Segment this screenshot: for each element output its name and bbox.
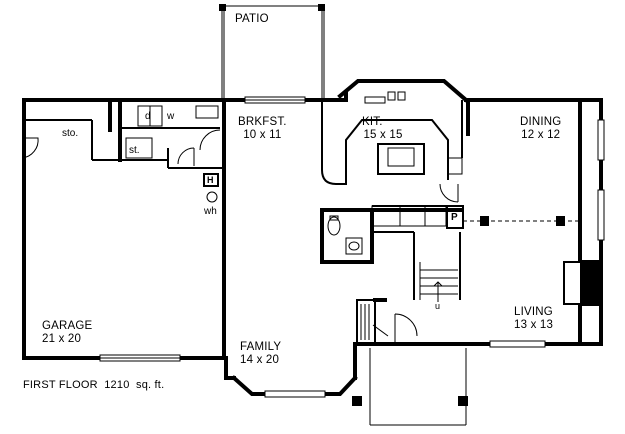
interior-walls — [21, 91, 601, 426]
room-label-kitchen: KIT. 15 x 15 — [362, 116, 404, 142]
storage-label: sto. — [62, 128, 79, 139]
pantry-label: P — [451, 212, 458, 223]
dryer-label: d — [145, 111, 151, 122]
storage2-label: st. — [129, 145, 140, 156]
room-label-breakfast: BRKFST. 10 x 11 — [238, 116, 287, 142]
garage-size: 21 x 20 — [42, 333, 82, 345]
room-label-garage: GARAGE 21 x 20 — [42, 320, 92, 346]
room-label-family: FAMILY 14 x 20 — [240, 341, 281, 367]
kitchen-name: KIT. — [362, 116, 383, 128]
breakfast-size: 10 x 11 — [243, 129, 282, 141]
floor-caption: FIRST FLOOR 1210 sq. ft. — [23, 379, 165, 391]
room-label-living: LIVING 13 x 13 — [514, 306, 553, 332]
patio — [219, 4, 325, 98]
living-size: 13 x 13 — [514, 319, 554, 331]
breakfast-name: BRKFST. — [238, 116, 287, 128]
family-name: FAMILY — [240, 341, 282, 353]
garage-name: GARAGE — [42, 320, 93, 332]
dining-size: 12 x 12 — [521, 129, 561, 141]
room-label-dining: DINING 12 x 12 — [520, 116, 561, 142]
water-heater-label: wh — [204, 206, 217, 217]
windows — [99, 96, 605, 398]
family-size: 14 x 20 — [240, 354, 280, 366]
dining-name: DINING — [520, 116, 562, 128]
kitchen-size: 15 x 15 — [363, 129, 403, 141]
heater-label: H — [207, 175, 214, 185]
living-name: LIVING — [514, 306, 553, 318]
washer-label: w — [167, 111, 175, 122]
stair-up-label: u — [435, 301, 441, 311]
room-label-patio: PATIO — [235, 13, 269, 25]
